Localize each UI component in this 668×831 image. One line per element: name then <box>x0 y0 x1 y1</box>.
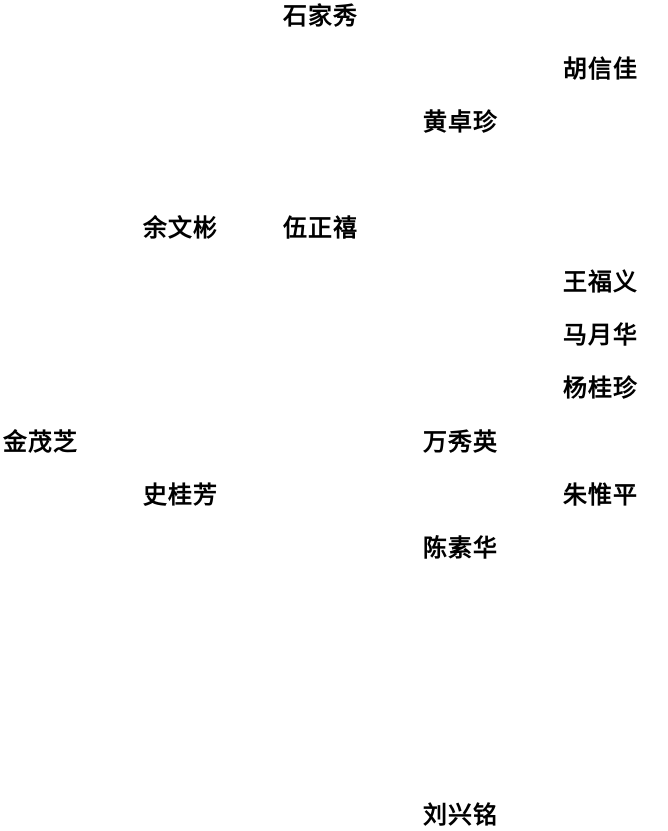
name-label: 胡信佳 <box>563 55 638 83</box>
name-label: 伍正禧 <box>283 214 358 242</box>
name-label: 史桂芳 <box>143 481 218 509</box>
name-label: 马月华 <box>563 321 638 349</box>
name-label: 石家秀 <box>283 2 358 30</box>
name-label: 杨桂珍 <box>563 374 638 402</box>
name-label: 万秀英 <box>423 428 498 456</box>
name-label: 余文彬 <box>143 214 218 242</box>
name-label: 黄卓珍 <box>423 108 498 136</box>
name-label: 陈素华 <box>423 534 498 562</box>
name-label: 朱惟平 <box>563 481 638 509</box>
name-label: 王福义 <box>563 268 638 296</box>
name-label: 金茂芝 <box>3 428 78 456</box>
name-label: 刘兴铭 <box>423 801 498 829</box>
